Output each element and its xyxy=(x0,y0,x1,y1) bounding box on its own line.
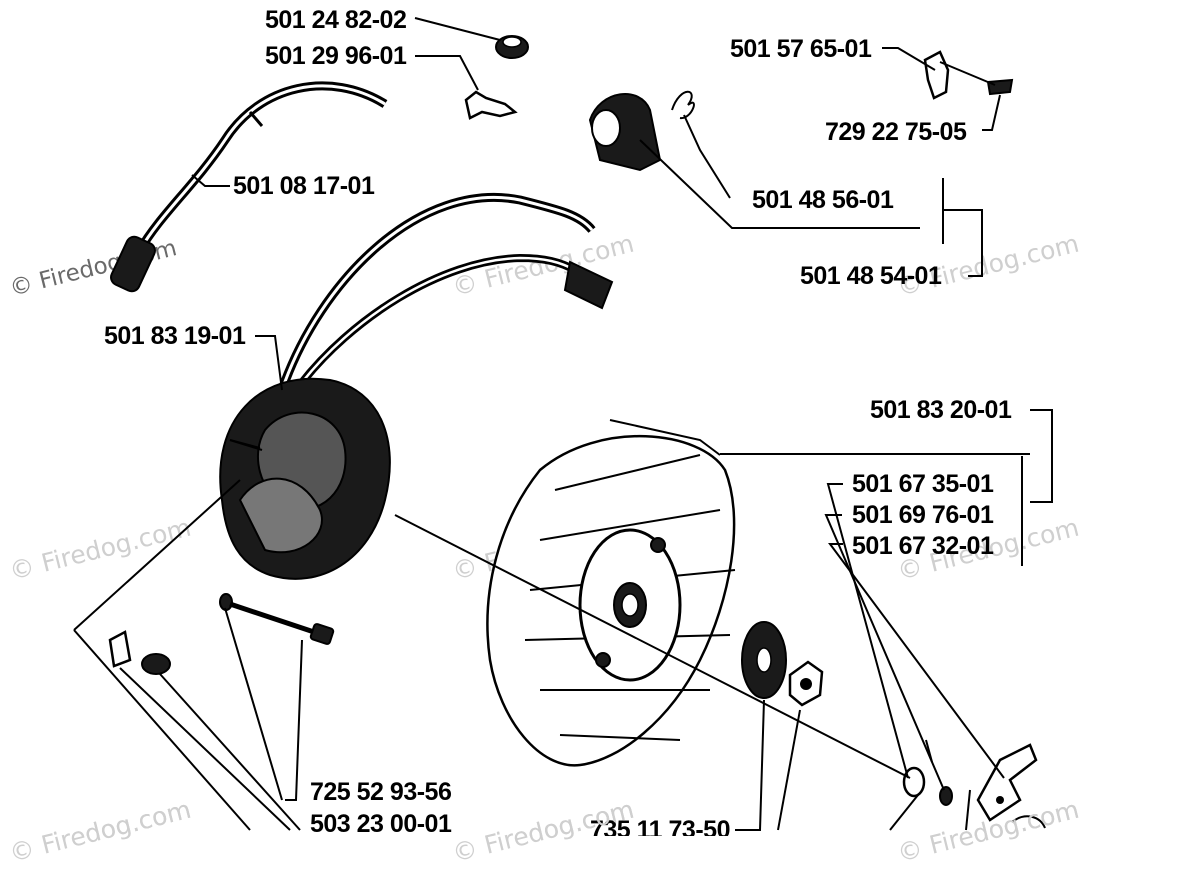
grommet-part xyxy=(495,35,529,59)
washer-part xyxy=(741,621,787,699)
part-number-label: 501 57 65-01 xyxy=(730,35,872,63)
part-number-label: 501 83 19-01 xyxy=(104,322,246,350)
screw-part xyxy=(108,593,335,675)
part-number-label: 725 52 93-56 xyxy=(310,778,451,806)
ignition-lead-part xyxy=(110,81,388,293)
part-number-label: 501 48 54-01 xyxy=(800,262,942,290)
watermark: © Firedog.com xyxy=(6,513,193,586)
part-number-label: 501 69 76-01 xyxy=(852,501,994,529)
pawl-part xyxy=(976,743,1038,822)
part-number-label: 729 22 75-05 xyxy=(825,118,967,146)
part-number-label: 501 29 96-01 xyxy=(265,42,407,70)
clip-part xyxy=(464,90,518,120)
part-number-label: 501 83 20-01 xyxy=(870,396,1012,424)
part-number-label: 501 24 82-02 xyxy=(265,6,406,34)
pawl-spring-part xyxy=(1011,815,1046,829)
leader-lines xyxy=(73,17,1053,831)
part-number-label: 501 67 32-01 xyxy=(852,532,994,560)
spring-part xyxy=(671,90,695,120)
part-number-label: 501 08 17-01 xyxy=(233,172,375,200)
pawl-washer-part xyxy=(902,739,953,806)
bottom-crop-strip xyxy=(0,836,1180,888)
part-number-label: 503 23 00-01 xyxy=(310,810,452,838)
module-wires-part xyxy=(277,193,614,392)
flywheel-part xyxy=(486,419,736,767)
spark-plug-boot-part xyxy=(588,93,662,172)
nut-part xyxy=(788,660,824,707)
ignition-module-part xyxy=(219,377,391,580)
part-number-label: 501 67 35-01 xyxy=(852,470,994,498)
part-number-label: 501 48 56-01 xyxy=(752,186,894,214)
